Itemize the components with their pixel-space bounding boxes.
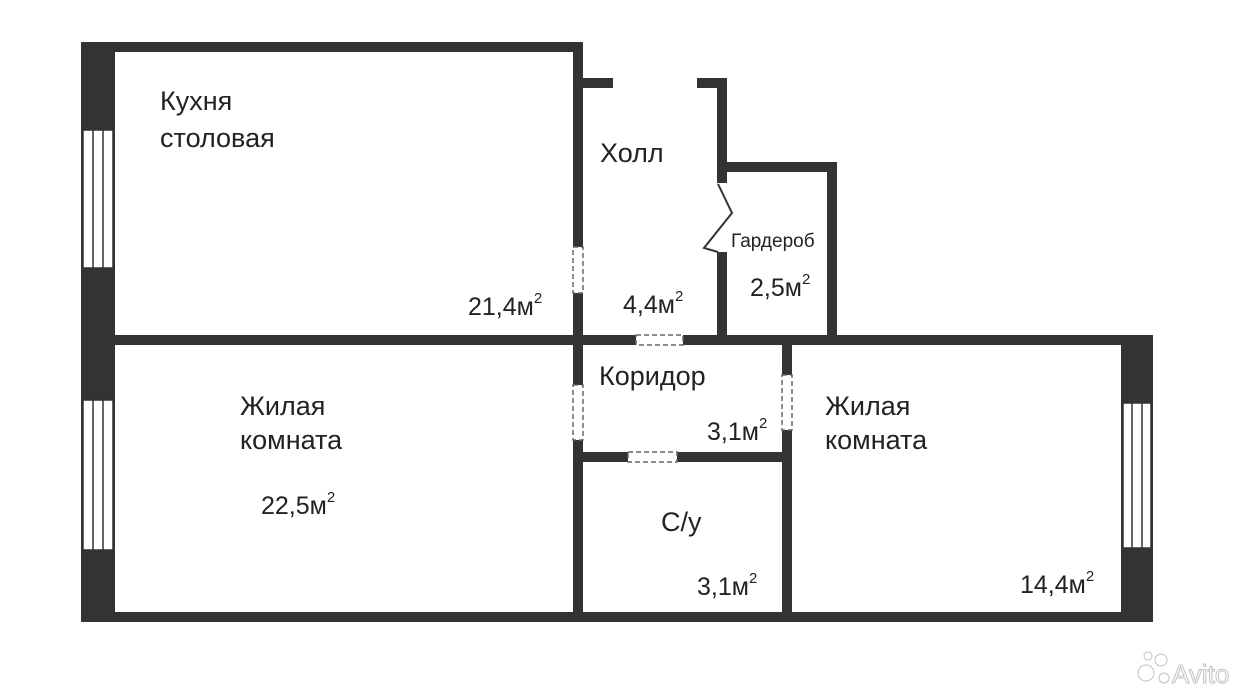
outer-wall-bottom — [81, 612, 1153, 622]
wardrobe-door-swing — [702, 183, 734, 253]
corridor-name: Коридор — [599, 361, 706, 391]
hall-wall-right — [717, 78, 727, 183]
room-living-left: Жилая комната 22,5м2 — [240, 391, 343, 520]
window-living-left — [82, 399, 114, 551]
hall-area: 4,4м2 — [623, 288, 683, 319]
wardrobe-name: Гардероб — [731, 231, 815, 252]
room-wardrobe: Гардероб 2,5м2 — [731, 231, 815, 302]
corridor-wall-left-lower — [573, 440, 583, 622]
corridor-wall-left-upper — [573, 335, 583, 385]
entrance-stub-right — [697, 78, 727, 88]
kitchen-area: 21,4м2 — [468, 290, 542, 321]
hall-wall-right-lower — [717, 252, 727, 344]
living-left-name-line2: комната — [240, 425, 343, 455]
living-left-name-line1: Жилая — [240, 391, 325, 421]
living-left-area: 22,5м2 — [261, 489, 335, 520]
bathroom-name: С/у — [661, 507, 702, 537]
room-living-right: Жилая комната 14,4м2 — [825, 391, 1094, 599]
door-corridor-living-left — [572, 384, 584, 441]
window-kitchen — [82, 129, 114, 269]
windows — [82, 129, 1152, 551]
hall-name: Холл — [600, 138, 664, 168]
avito-dots-icon — [1137, 651, 1170, 684]
bathroom-wall-top-left — [573, 452, 628, 462]
window-living-right — [1122, 402, 1152, 549]
doorways — [572, 246, 793, 463]
living-right-name-line1: Жилая — [825, 391, 910, 421]
bathroom-area: 3,1м2 — [697, 570, 757, 601]
door-corridor-bathroom — [627, 451, 678, 463]
kitchen-name-line2: столовая — [160, 123, 275, 153]
living-right-area: 14,4м2 — [1020, 568, 1094, 599]
corridor-area: 3,1м2 — [707, 415, 767, 446]
entrance-stub-left — [573, 78, 613, 88]
wardrobe-wall-right — [827, 162, 837, 344]
kitchen-name-line1: Кухня — [160, 86, 232, 116]
living-right-name-line2: комната — [825, 425, 928, 455]
avito-watermark-text: Avito — [1172, 659, 1229, 689]
door-corridor-living-right — [781, 374, 793, 431]
wardrobe-wall-top — [717, 162, 837, 172]
corridor-wall-right-lower — [782, 430, 792, 622]
wardrobe-area: 2,5м2 — [750, 271, 810, 302]
room-kitchen: Кухня столовая 21,4м2 — [160, 86, 542, 321]
kitchen-wall-right-upper — [573, 42, 583, 247]
bathroom-wall-top-right — [677, 452, 792, 462]
outer-wall-top — [81, 42, 583, 52]
door-hall-corridor — [635, 334, 684, 346]
middle-wall-left — [81, 335, 636, 345]
door-kitchen-hall — [572, 246, 584, 294]
room-corridor: Коридор 3,1м2 — [599, 361, 767, 446]
room-hall: Холл 4,4м2 — [600, 138, 683, 319]
corridor-wall-right-upper — [782, 335, 792, 375]
room-bathroom: С/у 3,1м2 — [661, 507, 757, 601]
kitchen-wall-right-lower — [573, 293, 583, 345]
middle-wall-right — [683, 335, 1153, 345]
avito-watermark: Avito — [1137, 651, 1230, 690]
